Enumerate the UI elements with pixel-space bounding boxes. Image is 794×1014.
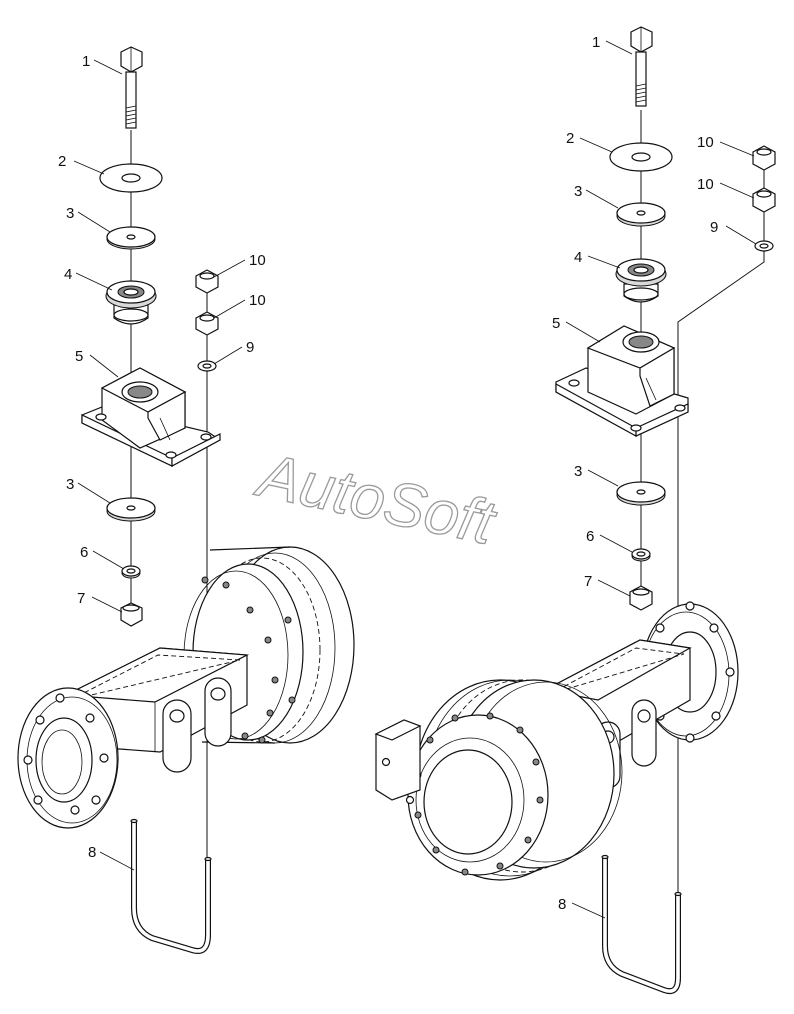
callout: 2: [566, 130, 574, 147]
callout: 3: [574, 463, 582, 480]
right-u-bolt: [601, 854, 682, 995]
left-bolt: [120, 46, 143, 129]
callout: 5: [552, 315, 560, 332]
callout: 10: [697, 176, 714, 193]
watermark: AutoSoft: [248, 440, 503, 560]
left-nut-10-upper: [195, 269, 219, 294]
left-assembly: 1 2 3 4 10 10 5 9 3 6 7 8: [17, 46, 355, 954]
left-axle-housing: [17, 546, 355, 829]
callout: 4: [574, 249, 582, 266]
left-leader-lines: [73, 59, 246, 871]
callout: 1: [82, 53, 90, 70]
right-bolt: [630, 26, 653, 107]
right-callouts: 1 2 10 3 10 9 4 5 3 6 7 8: [552, 34, 718, 913]
callout: 2: [58, 153, 66, 170]
callout: 6: [80, 544, 88, 561]
right-axle-housing: [374, 601, 739, 881]
left-u-bolt: [130, 818, 212, 954]
right-leader-lines: [565, 40, 757, 919]
callout: 5: [75, 348, 83, 365]
left-washer-9: [197, 360, 217, 372]
right-lock-washer: [631, 548, 651, 562]
callout: 7: [77, 590, 85, 607]
callout: 9: [710, 219, 718, 236]
callout: 8: [88, 844, 96, 861]
callout: 9: [246, 339, 254, 356]
right-bracket: [555, 325, 689, 438]
svg-text:AutoSoft: AutoSoft: [249, 440, 503, 558]
callout: 1: [592, 34, 600, 51]
left-callouts: 1 2 3 4 10 10 5 9 3 6 7 8: [58, 53, 266, 861]
callout: 4: [64, 266, 72, 283]
callout: 3: [66, 205, 74, 222]
callout: 7: [584, 573, 592, 590]
right-small-washer-upper: [616, 202, 666, 227]
left-bracket: [81, 367, 222, 468]
left-small-washer-upper: [106, 226, 156, 250]
callout: 8: [558, 896, 566, 913]
right-small-washer-lower: [616, 481, 666, 506]
left-large-washer: [99, 163, 163, 193]
callout: 6: [586, 528, 594, 545]
left-nut: [120, 602, 143, 627]
callout: 3: [66, 476, 74, 493]
right-nut: [629, 585, 653, 611]
right-nut-10-upper: [752, 145, 776, 171]
callout: 10: [697, 134, 714, 151]
callout: 3: [574, 183, 582, 200]
left-rubber-mount: [105, 280, 157, 325]
left-nut-10-lower: [195, 311, 219, 336]
right-large-washer: [609, 142, 673, 172]
right-rod-axis: [677, 250, 765, 895]
left-lock-washer: [121, 565, 141, 579]
right-nut-10-lower: [752, 187, 776, 213]
callout: 10: [249, 292, 266, 309]
callout: 10: [249, 252, 266, 269]
right-rubber-mount: [615, 258, 667, 303]
right-washer-9: [754, 240, 774, 252]
right-assembly: 1 2 10 3 10 9 4 5 3 6 7 8: [374, 26, 776, 995]
left-small-washer-lower: [106, 497, 156, 522]
